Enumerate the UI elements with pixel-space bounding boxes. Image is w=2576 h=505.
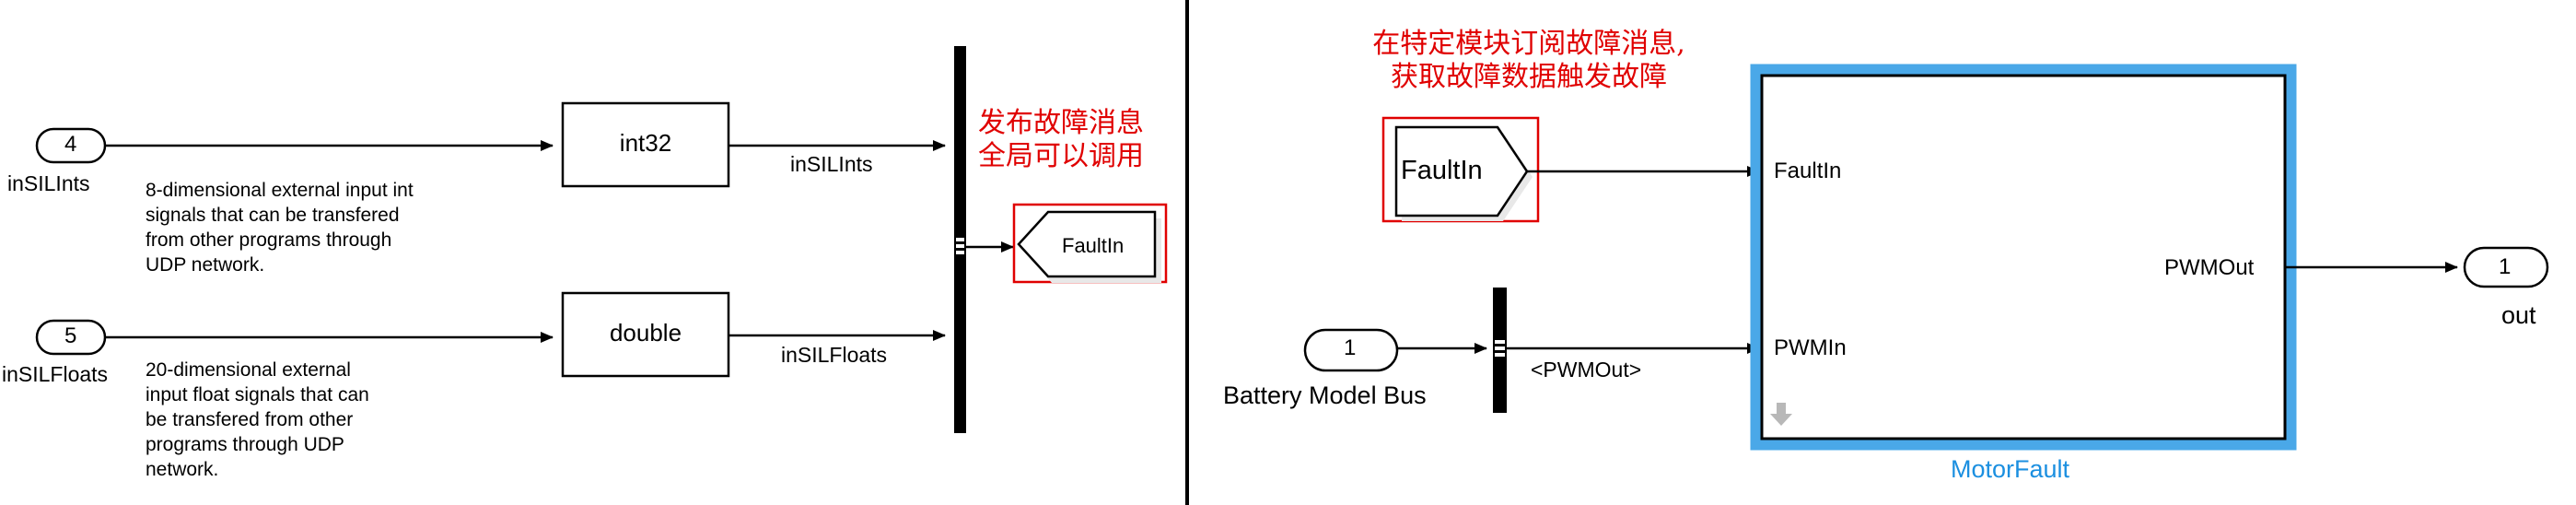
desc-ints: 8-dimensional external input int signals… — [146, 178, 414, 277]
motorfault-subsystem-block[interactable] — [1760, 74, 2287, 440]
inport-bus-block[interactable] — [1303, 328, 1399, 372]
subsystem-port-faultin: FaultIn — [1774, 159, 1842, 183]
desc-ints-line: from other programs through — [146, 229, 392, 251]
bus-selector-mark — [1495, 353, 1505, 357]
bus-creator-mark — [956, 244, 964, 248]
goto-faultin-block[interactable] — [1017, 210, 1157, 278]
from-faultin-block[interactable] — [1394, 125, 1529, 217]
bus-selector-mark — [1495, 340, 1505, 344]
desc-floats-line: programs through UDP — [146, 434, 344, 455]
outport-number: 1 — [2499, 254, 2512, 279]
signal-label-ints: inSILInts — [790, 152, 873, 176]
inport-floats-number: 5 — [64, 323, 77, 348]
right-annotation-line: 获取故障数据触发故障 — [1391, 61, 1667, 93]
inport-bus-name: Battery Model Bus — [1223, 382, 1427, 409]
bus-selector-mark — [1495, 346, 1505, 350]
left-annotation: 发布故障消息 全局可以调用 — [978, 107, 1144, 173]
from-label: FaultIn — [1401, 156, 1483, 185]
outport-name: out — [2501, 301, 2536, 329]
bus-creator-mark — [956, 251, 964, 254]
down-arrow-icon — [1770, 403, 1792, 426]
double-convert-block[interactable] — [561, 291, 730, 378]
right-annotation-line: 在特定模块订阅故障消息, — [1372, 28, 1685, 60]
desc-floats-line: network. — [146, 459, 219, 480]
subsystem-port-pwmin: PWMIn — [1774, 335, 1847, 360]
int32-label: int32 — [619, 129, 672, 157]
inport-ints-number: 4 — [64, 132, 77, 157]
right-annotation: 在特定模块订阅故障消息, 获取故障数据触发故障 — [1289, 28, 1768, 94]
desc-ints-line: UDP network. — [146, 254, 265, 276]
desc-ints-line: signals that can be transfered — [146, 205, 400, 226]
subsystem-port-pwmout: PWMOut — [2164, 255, 2255, 280]
desc-floats-line: input float signals that can — [146, 384, 369, 405]
inport-bus-number: 1 — [1344, 335, 1357, 360]
inport-floats-name: inSILFloats — [2, 362, 109, 386]
double-label: double — [609, 319, 682, 346]
subsystem-highlight — [1750, 64, 2297, 451]
desc-floats-line: 20-dimensional external — [146, 359, 351, 381]
bus-creator-mark — [956, 238, 964, 241]
desc-floats-line: be transfered from other — [146, 409, 354, 430]
left-annotation-line: 发布故障消息 — [978, 107, 1144, 139]
left-annotation-line: 全局可以调用 — [978, 140, 1144, 172]
inport-ints-name: inSILInts — [7, 171, 90, 195]
subsystem-name: MotorFault — [1951, 455, 2070, 483]
desc-ints-line: 8-dimensional external input int — [146, 180, 414, 201]
signal-label-floats: inSILFloats — [781, 343, 888, 367]
bus-signal-label: <PWMOut> — [1531, 358, 1642, 382]
desc-floats: 20-dimensional external input float sign… — [146, 358, 369, 482]
outport-block[interactable] — [2463, 246, 2549, 288]
goto-label: FaultIn — [1062, 234, 1125, 257]
